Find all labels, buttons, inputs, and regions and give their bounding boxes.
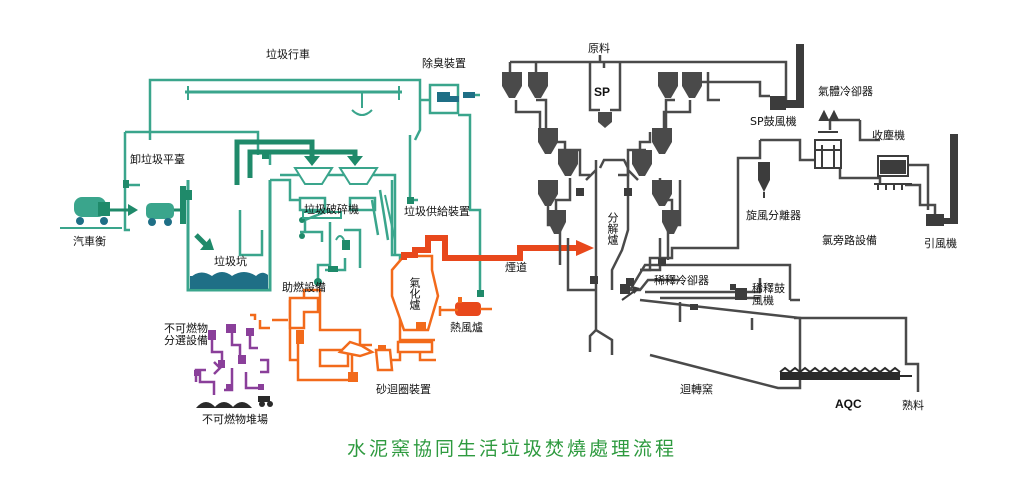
label-sp-fan: SP鼓風機 bbox=[750, 115, 797, 128]
label-gasifier: 氣化爐 bbox=[408, 277, 421, 310]
label-sand-circulation: 砂迴圈裝置 bbox=[376, 383, 431, 396]
label-dust-collector: 收塵機 bbox=[872, 129, 905, 142]
crusher-drum bbox=[302, 194, 396, 241]
cyclone-separator bbox=[758, 162, 770, 198]
label-cyclone-separator: 旋風分離器 bbox=[746, 209, 801, 222]
preheater-cyclones bbox=[502, 72, 702, 234]
noncombustible-heaps bbox=[196, 396, 273, 408]
purple-nodes bbox=[194, 324, 264, 390]
label-noncombustible-yard: 不可燃物堆場 bbox=[202, 413, 268, 426]
orange-nodes bbox=[296, 322, 426, 382]
crusher-hoppers bbox=[293, 167, 379, 185]
dust-collector-shape bbox=[874, 155, 912, 190]
label-garbage-crusher: 垃圾破碎機 bbox=[304, 203, 359, 216]
aqc-cooler-grate bbox=[779, 366, 912, 380]
label-aux-combustion: 助燃設備 bbox=[282, 281, 326, 294]
label-clinker: 熟料 bbox=[902, 399, 924, 412]
sand-circulation-parts bbox=[288, 296, 434, 372]
label-flue: 煙道 bbox=[505, 261, 527, 274]
label-dilution-fan: 稀釋鼓風機 bbox=[752, 282, 785, 307]
bypass-gas-cooler bbox=[814, 109, 842, 169]
label-dilution-cooler: 稀釋冷卻器 bbox=[654, 274, 709, 287]
garbage-pit-fill bbox=[190, 272, 268, 289]
feeder-bars bbox=[180, 186, 192, 224]
hot-air-furnace-shape bbox=[438, 297, 492, 316]
dark-green-arrowheads bbox=[304, 156, 363, 166]
label-garbage-pit: 垃圾坑 bbox=[214, 255, 247, 268]
label-noncombustible-sorting: 不可燃物分選設備 bbox=[164, 322, 208, 347]
diagram-title: 水泥窯協同生活垃圾焚燒處理流程 bbox=[346, 438, 677, 460]
label-garbage-crane: 垃圾行車 bbox=[266, 48, 310, 61]
dark-green-arrows bbox=[234, 139, 358, 185]
truck-icon bbox=[60, 197, 186, 229]
label-unloading-platform: 卸垃圾平臺 bbox=[130, 153, 185, 166]
label-aqc: AQC bbox=[835, 397, 862, 411]
label-garbage-feeder: 垃圾供給裝置 bbox=[404, 205, 470, 218]
label-sp: SP bbox=[594, 85, 611, 99]
deodorizer-unit bbox=[428, 83, 475, 115]
label-raw-material: 原料 bbox=[588, 42, 610, 55]
preheater-nodes bbox=[576, 188, 698, 310]
flue-duct bbox=[401, 235, 594, 261]
pit-arrow bbox=[194, 233, 214, 250]
label-hot-air-furnace: 熱風爐 bbox=[450, 321, 483, 334]
label-induced-fan: 引風機 bbox=[924, 237, 957, 250]
preheater-lines bbox=[508, 55, 937, 392]
induced-fan-and-stack bbox=[926, 134, 958, 226]
label-calciner: 分解爐 bbox=[606, 212, 619, 245]
label-truck-scale: 汽車衡 bbox=[73, 235, 106, 248]
label-deodorizer: 除臭裝置 bbox=[422, 57, 466, 70]
label-rotary-kiln: 迴轉窯 bbox=[680, 383, 713, 396]
gasifier-body bbox=[390, 254, 440, 332]
sp-fan-and-chimney bbox=[770, 44, 804, 110]
label-bypass: 氯旁路設備 bbox=[822, 234, 877, 247]
label-gas-cooling: 氣體冷卻器 bbox=[818, 85, 873, 98]
dilution-fan-shape bbox=[730, 284, 747, 300]
hot-gas-arrow bbox=[621, 286, 640, 301]
